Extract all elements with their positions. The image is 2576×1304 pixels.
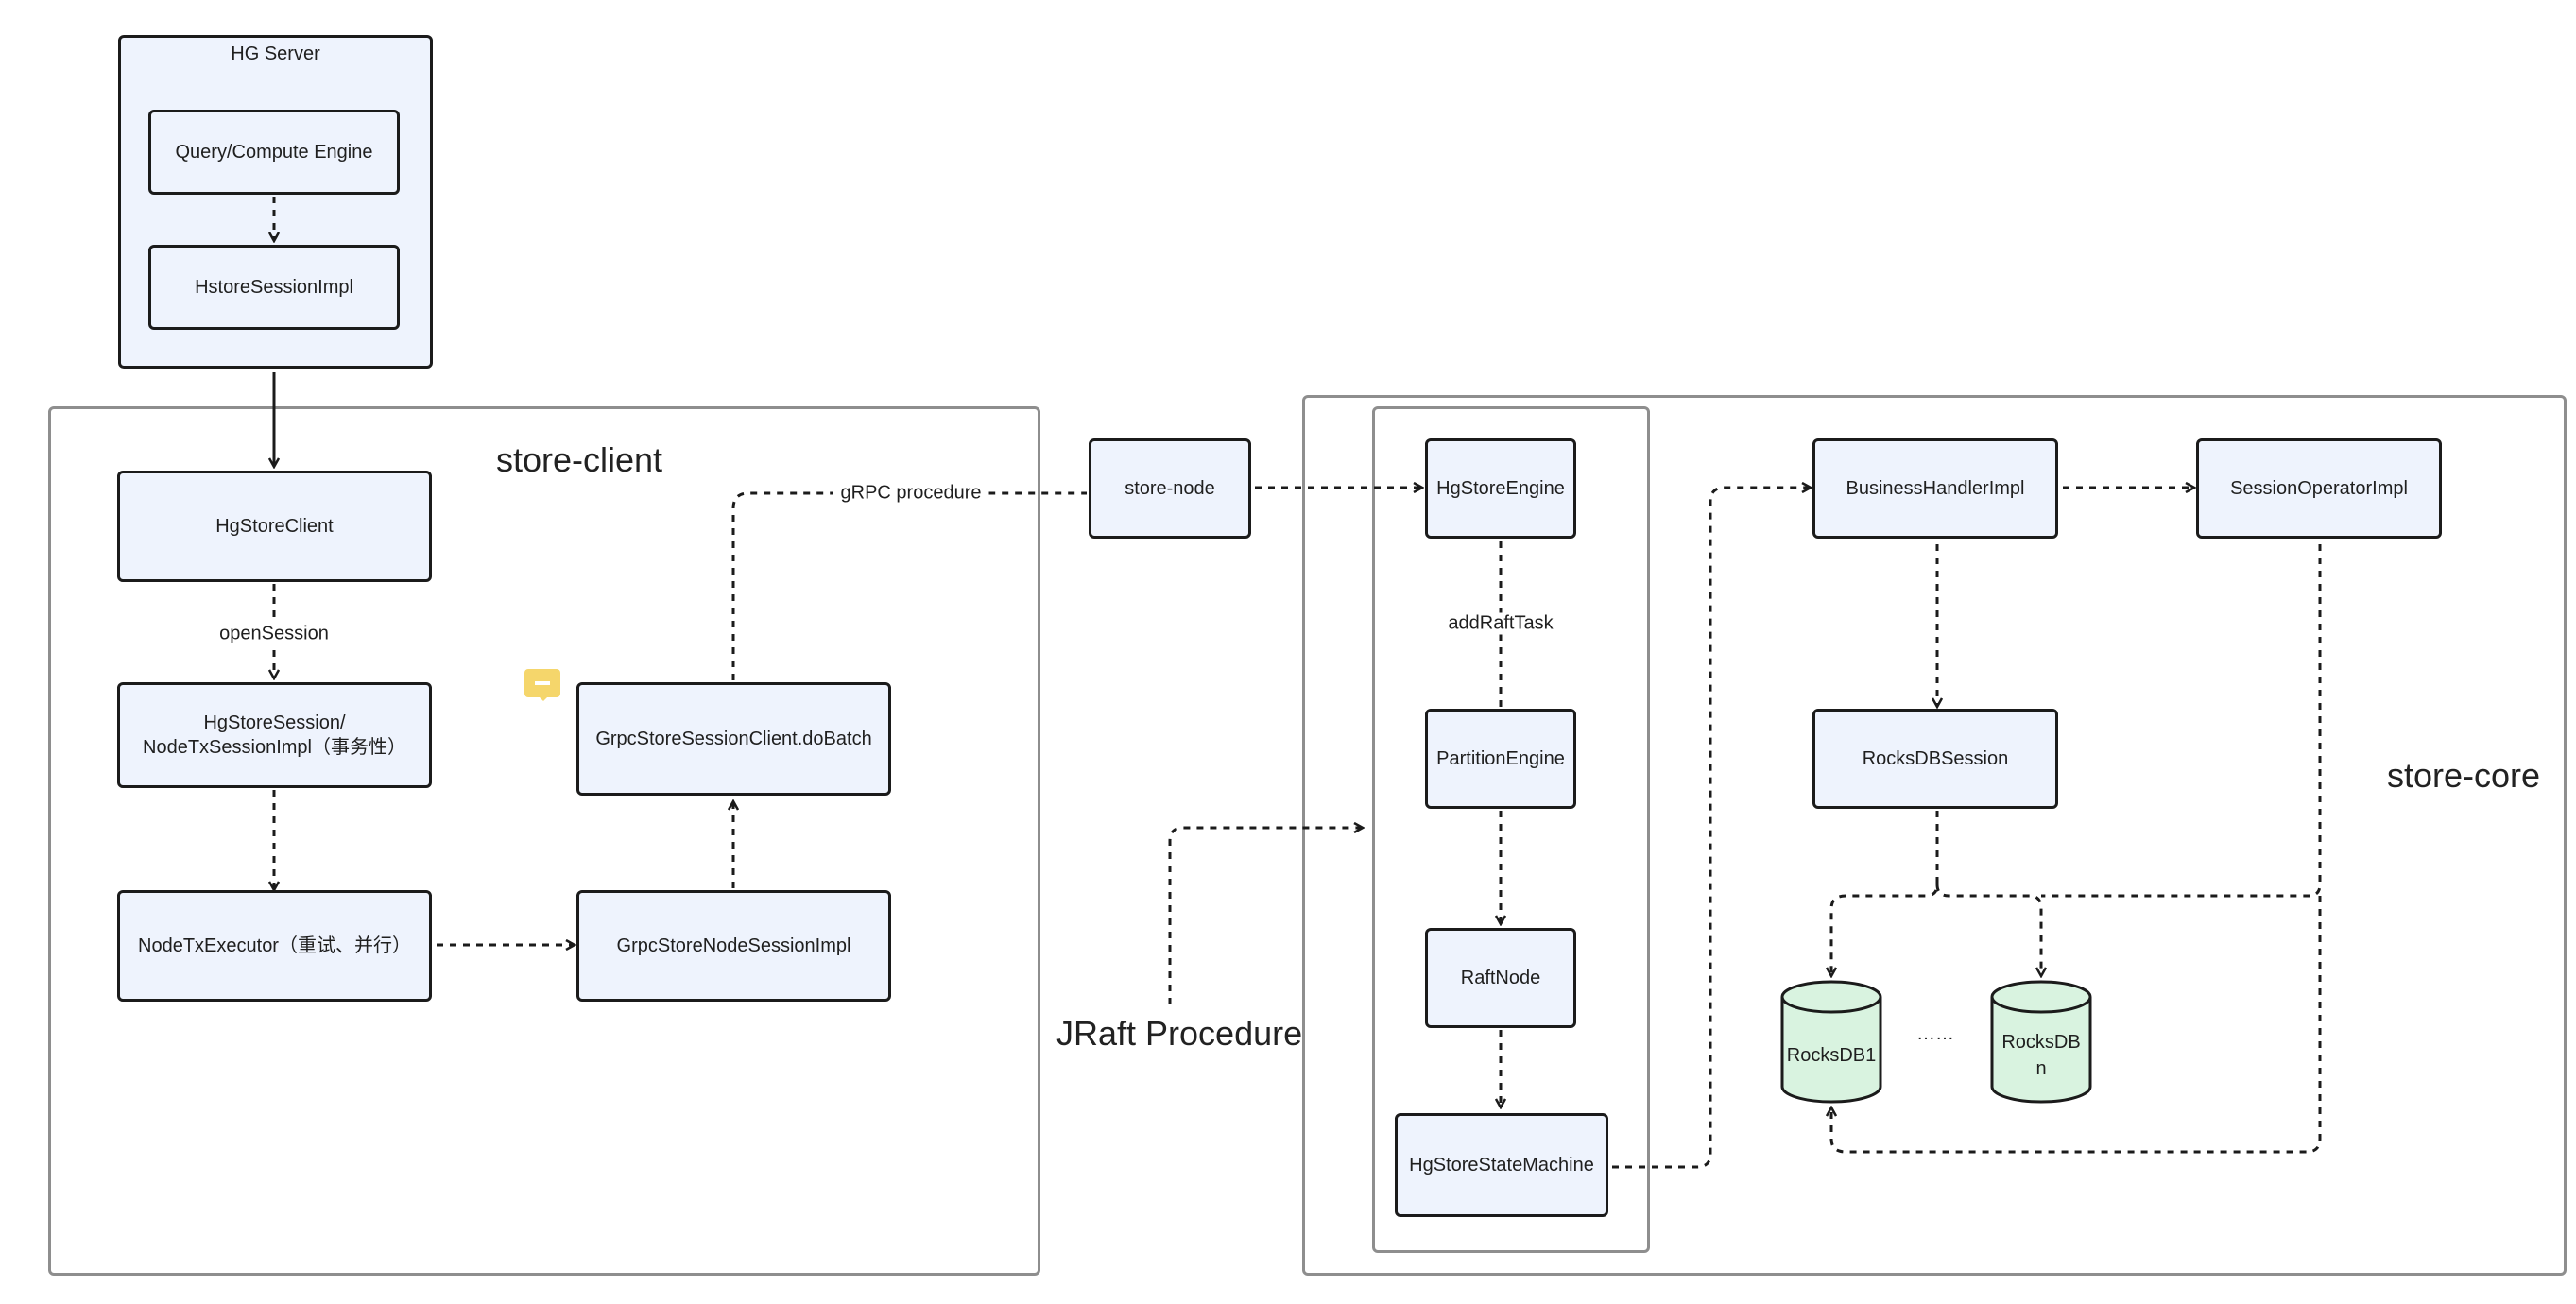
edge-operator-to-db1: [1831, 896, 2322, 1154]
hg-store-engine-node[interactable]: HgStoreEngine: [1425, 438, 1576, 539]
store-client-container: [48, 406, 1040, 1276]
rocksdbn-cylinder: [1990, 980, 2092, 1104]
grpc-store-session-client-node[interactable]: GrpcStoreSessionClient.doBatch: [576, 682, 891, 796]
rocksdb-session-node[interactable]: RocksDBSession: [1812, 709, 2058, 809]
edge-grpc-procedure: [731, 491, 1087, 680]
open-session-label: openSession: [212, 623, 336, 645]
partition-engine-node[interactable]: PartitionEngine: [1425, 709, 1576, 809]
hg-store-client-node[interactable]: HgStoreClient: [117, 471, 432, 582]
business-handler-impl-node[interactable]: BusinessHandlerImpl: [1812, 438, 2058, 539]
raft-node-node[interactable]: RaftNode: [1425, 928, 1576, 1028]
rocksdbn-label: RocksDB n: [2001, 1032, 2081, 1079]
rocksdb1-cylinder: [1780, 980, 1882, 1104]
comment-note-icon[interactable]: [524, 669, 560, 701]
hg-store-state-machine-node[interactable]: HgStoreStateMachine: [1395, 1113, 1608, 1217]
jraft-procedure-label: JRaft Procedure: [1056, 1014, 1303, 1053]
add-raft-task-label: addRaftTask: [1440, 612, 1561, 635]
edge-rocks-session-to-db1: [1831, 811, 1939, 976]
edge-rocks-session-to-dbn: [1935, 884, 2041, 976]
store-core-container: [1302, 395, 2567, 1276]
hg-server-title: HG Server: [231, 43, 320, 64]
hstore-session-impl-node[interactable]: HstoreSessionImpl: [148, 245, 400, 330]
session-operator-impl-node[interactable]: SessionOperatorImpl: [2196, 438, 2442, 539]
raft-group-container: [1372, 406, 1650, 1253]
store-core-title: store-core: [2387, 756, 2541, 795]
rocksdb1-label: RocksDB1: [1786, 1045, 1877, 1066]
hg-store-session-node[interactable]: HgStoreSession/ NodeTxSessionImpl（事务性）: [117, 682, 432, 788]
query-compute-engine-node[interactable]: Query/Compute Engine: [148, 110, 400, 195]
node-tx-executor-node[interactable]: NodeTxExecutor（重试、并行）: [117, 890, 432, 1002]
store-node-node[interactable]: store-node: [1089, 438, 1251, 539]
edge-jraft-procedure: [1168, 828, 1363, 1004]
grpc-store-node-session-node[interactable]: GrpcStoreNodeSessionImpl: [576, 890, 891, 1002]
grpc-procedure-label: gRPC procedure: [833, 482, 989, 505]
store-client-title: store-client: [496, 440, 663, 479]
edge-operator-to-dbs: [2041, 544, 2322, 898]
ellipsis-label: ……: [1916, 1023, 1954, 1044]
